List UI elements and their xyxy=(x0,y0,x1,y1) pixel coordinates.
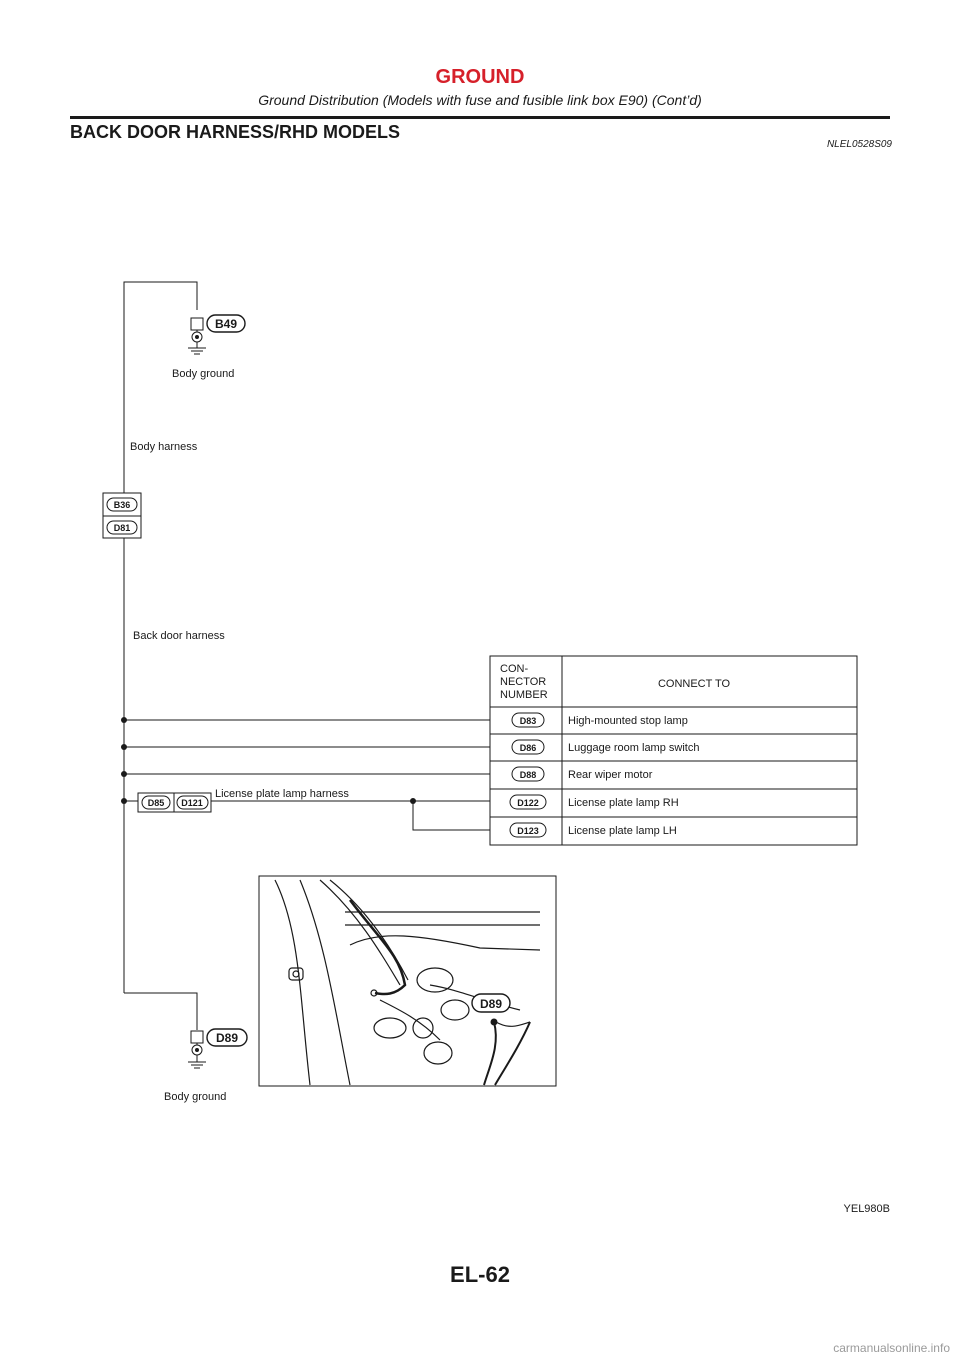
row-d86-connector: D86 xyxy=(520,743,537,753)
junction-dot xyxy=(121,798,127,804)
row-d123-connect-to: License plate lamp LH xyxy=(568,825,677,837)
b36-pill xyxy=(106,497,138,512)
d81-label: D81 xyxy=(114,523,131,533)
d89-pill xyxy=(206,1028,248,1047)
d85-label: D85 xyxy=(148,798,165,808)
figure-code: YEL980B xyxy=(843,1203,890,1215)
header-rule xyxy=(70,116,890,119)
junction-dot xyxy=(121,771,127,777)
row-d83-connector: D83 xyxy=(520,716,537,726)
d121-label: D121 xyxy=(181,798,203,808)
d81-pill xyxy=(106,520,138,535)
row-d122-connector: D122 xyxy=(517,798,539,808)
row-d83-pill xyxy=(511,712,545,728)
row-d83-connect-to: High-mounted stop lamp xyxy=(568,715,688,727)
photo-d89-pill xyxy=(471,993,511,1013)
row-d122-pill xyxy=(509,794,547,810)
d121-pill xyxy=(176,795,209,810)
page-heading: BACK DOOR HARNESS/RHD MODELS xyxy=(70,122,401,142)
wire-d123 xyxy=(412,801,490,831)
row-d88-pill xyxy=(511,766,545,782)
row-d122-connect-to: License plate lamp RH xyxy=(568,797,679,809)
section-title: GROUND xyxy=(435,66,525,88)
row-d123-connector: D123 xyxy=(517,826,539,836)
b49-label: B49 xyxy=(215,317,237,331)
bottom-ground-symbol xyxy=(188,1030,206,1069)
reference-code: NLEL0528S09 xyxy=(826,139,892,150)
bottom-ground-label: Body ground xyxy=(164,1091,226,1103)
table-header-connector-line1: CON- xyxy=(500,663,528,675)
b49-pill xyxy=(206,314,246,333)
ground-location-illustration: D89 xyxy=(258,875,557,1087)
wire-to-bottom-ground xyxy=(124,992,198,1030)
d85-pill xyxy=(141,795,171,810)
page-number: EL-62 xyxy=(450,1262,510,1287)
connector-table xyxy=(489,655,858,846)
photo-d89-label: D89 xyxy=(480,997,502,1011)
wire-trunk-upper xyxy=(123,281,198,493)
row-d86-pill xyxy=(511,739,545,755)
junction-dot xyxy=(121,744,127,750)
watermark: carmanualsonline.info xyxy=(833,1341,950,1355)
row-d88-connect-to: Rear wiper motor xyxy=(568,769,653,781)
junction-dot xyxy=(121,717,127,723)
row-d86-connect-to: Luggage room lamp switch xyxy=(568,742,699,754)
table-header-connector-line2: NECTOR xyxy=(500,676,546,688)
body-harness-label: Body harness xyxy=(130,441,198,453)
back-door-harness-label: Back door harness xyxy=(133,630,225,642)
b36-label: B36 xyxy=(114,500,131,510)
row-d123-pill xyxy=(509,822,547,838)
row-d88-connector: D88 xyxy=(520,770,537,780)
top-ground-symbol xyxy=(188,317,206,355)
license-plate-harness-label: License plate lamp harness xyxy=(215,788,349,800)
section-subtitle: Ground Distribution (Models with fuse an… xyxy=(258,92,702,108)
table-header-connector-line3: NUMBER xyxy=(500,689,548,701)
junction-dot xyxy=(410,798,416,804)
top-ground-label: Body ground xyxy=(172,368,234,380)
d89-label: D89 xyxy=(216,1031,238,1045)
table-header-connect-to: CONNECT TO xyxy=(658,678,731,690)
